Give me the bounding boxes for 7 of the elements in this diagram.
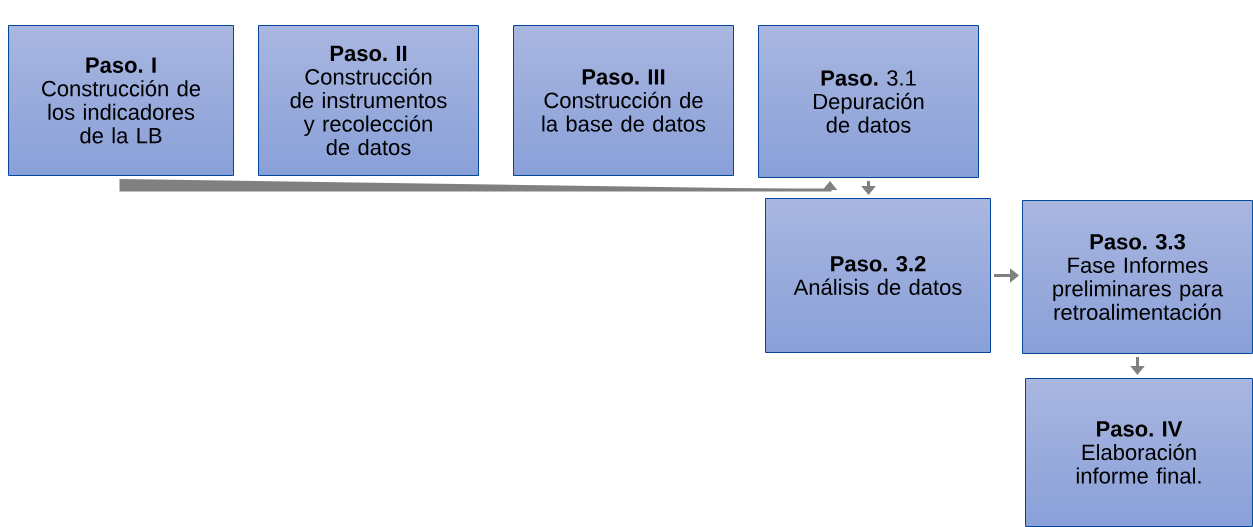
process-box: Paso. 3.3 Fase Informes preliminares para retroalimentación	[1022, 200, 1253, 354]
process-box: Paso. 3.2 Análisis de datos	[765, 198, 991, 353]
process-box: Paso. II Construcción de instrumentos y recolección de datos	[258, 25, 479, 176]
process-box: Paso. 3.1 Depuración de datos	[758, 25, 979, 178]
process-box: Paso. I Construcción de los indicadores de la LB	[8, 25, 234, 176]
process-box: Paso. III Construcción de la base de datos	[513, 25, 734, 176]
process-box: Paso. IV Elaboración informe final.	[1025, 378, 1253, 527]
